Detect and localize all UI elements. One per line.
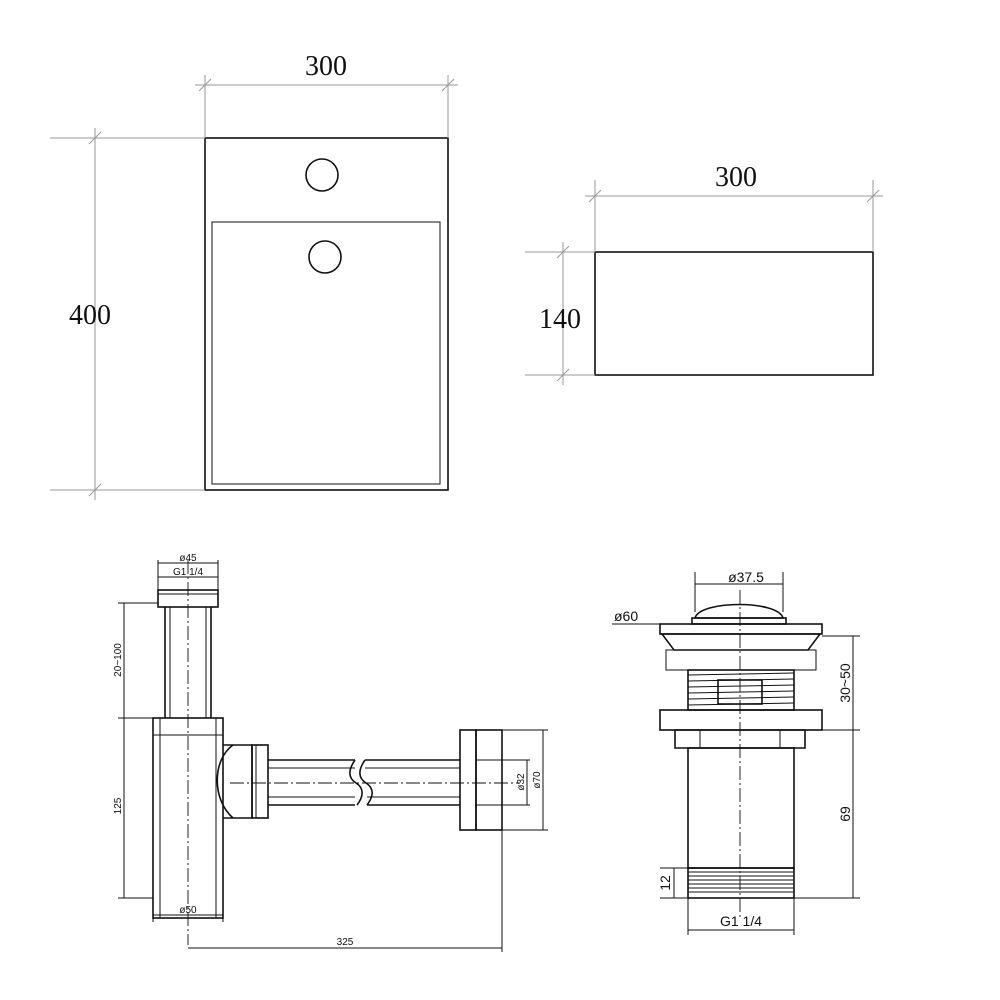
basin-side-view: 300 140 bbox=[525, 162, 883, 385]
side-height-label: 140 bbox=[539, 304, 581, 335]
trap-top-thread: G1 1/4 bbox=[173, 567, 203, 578]
basin-top-view: 300 400 bbox=[50, 51, 458, 500]
valve-cap-diameter: ø37.5 bbox=[728, 569, 764, 585]
basin-side-outline bbox=[594, 251, 874, 376]
drain-hole bbox=[308, 240, 342, 274]
valve-nut bbox=[659, 709, 823, 731]
trap-body-height: 125 bbox=[113, 797, 124, 814]
trap-length: 325 bbox=[337, 937, 354, 948]
trap-flange-diameter: ø70 bbox=[532, 771, 543, 789]
trap-bottom-diameter: ø50 bbox=[179, 905, 197, 916]
valve-cap bbox=[693, 603, 785, 619]
valve-thread-spec: G1 1/4 bbox=[720, 913, 762, 929]
valve-body-height: 69 bbox=[837, 806, 853, 822]
valve-thread-height: 12 bbox=[657, 875, 673, 891]
drain-valve: ø37.5 ø60 30~50 69 12 G1 1/4 bbox=[612, 569, 860, 935]
valve-adjust-range: 30~50 bbox=[837, 663, 853, 703]
bottle-trap: ø45 G1 1/4 20~100 125 ø50 325 ø32 ø70 bbox=[113, 553, 548, 952]
side-width-label: 300 bbox=[715, 162, 757, 193]
basin-height-label: 400 bbox=[69, 300, 111, 331]
valve-flange-diameter: ø60 bbox=[614, 608, 638, 624]
basin-width-label: 300 bbox=[305, 51, 347, 82]
trap-wall-flange bbox=[459, 729, 477, 831]
valve-thread-lines bbox=[687, 672, 795, 706]
basin-outline bbox=[204, 137, 449, 491]
tap-hole bbox=[305, 158, 339, 192]
trap-outlet-diameter: ø32 bbox=[516, 773, 527, 791]
trap-top-diameter: ø45 bbox=[179, 553, 197, 564]
basin-bowl bbox=[211, 221, 441, 485]
valve-bottom-thread bbox=[687, 867, 795, 899]
valve-flange bbox=[659, 623, 823, 635]
trap-height-range: 20~100 bbox=[113, 643, 124, 677]
valve-body bbox=[687, 747, 795, 869]
